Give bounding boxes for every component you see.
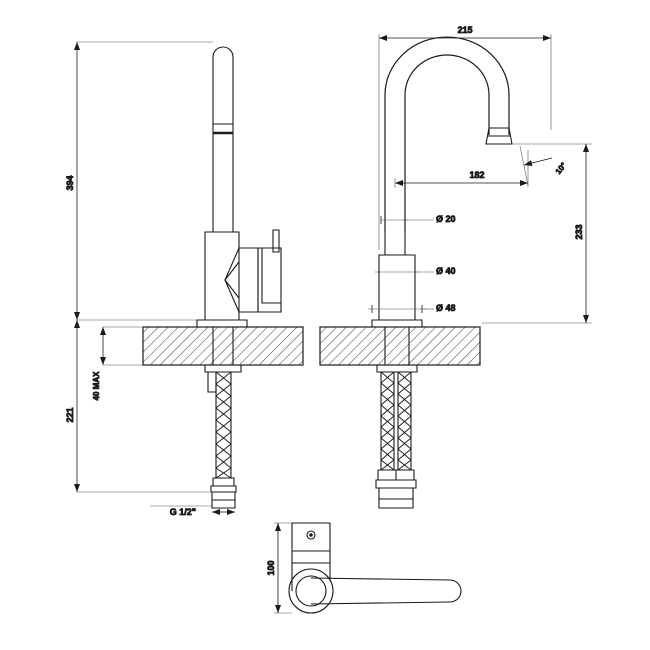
countertop-section-right xyxy=(319,326,481,366)
base-flange-front xyxy=(371,319,423,328)
view-front-elevation xyxy=(319,36,513,509)
view-side-elevation xyxy=(142,46,304,509)
dim-dia-base xyxy=(368,305,434,313)
dim-label-outlet-angle: 10° xyxy=(554,161,569,176)
dim-label-dia-base: Ø 48 xyxy=(436,303,456,313)
dim-overall-height xyxy=(74,41,213,321)
dim-label-spout-reach: 215 xyxy=(457,25,472,35)
dim-dia-tube xyxy=(380,216,434,224)
base-flange-side xyxy=(196,319,248,328)
flex-hose-side xyxy=(210,371,237,493)
flex-hose-front-b xyxy=(397,371,412,471)
dim-dia-body xyxy=(375,268,434,276)
faucet-body-front xyxy=(378,232,416,321)
dim-spout-reach xyxy=(378,34,552,250)
dim-label-spout-height: 233 xyxy=(574,224,584,239)
dim-label-dia-tube: Ø 20 xyxy=(436,214,456,224)
dim-label-overall-height: 394 xyxy=(65,175,75,190)
dim-label-deck-thickness: 40 MAX xyxy=(92,371,101,401)
dim-below-deck xyxy=(74,320,212,493)
dim-spout-height xyxy=(482,143,592,324)
dim-label-handle-height: 100 xyxy=(266,560,276,575)
dim-thread xyxy=(150,505,235,515)
lever-housing-side xyxy=(224,247,282,313)
dim-label-below-deck: 221 xyxy=(65,407,75,422)
dim-label-aerator-center: 182 xyxy=(469,170,484,180)
gooseneck-spout xyxy=(384,36,513,232)
dim-outlet-angle xyxy=(519,145,553,187)
spout-tube-side xyxy=(212,46,234,233)
handle-pivot-ring xyxy=(288,568,334,614)
dim-aerator-center xyxy=(394,150,529,188)
inlet-connector-front xyxy=(375,469,417,509)
mounting-shank-front xyxy=(376,326,418,373)
faucet-body-side xyxy=(204,231,240,321)
inlet-connector-side xyxy=(211,491,236,509)
dim-handle-height xyxy=(274,522,292,614)
handle-lever-arm xyxy=(291,563,462,605)
countertop-section-left xyxy=(142,326,304,366)
flex-hose-front-a xyxy=(380,371,395,471)
view-handle-detail xyxy=(288,522,462,614)
dim-label-dia-body: Ø 40 xyxy=(436,266,456,276)
dim-deck-thickness xyxy=(100,326,143,366)
handle-hub xyxy=(291,522,331,564)
lever-arm-side xyxy=(272,229,280,253)
dim-label-thread: G 1/2" xyxy=(170,507,196,517)
